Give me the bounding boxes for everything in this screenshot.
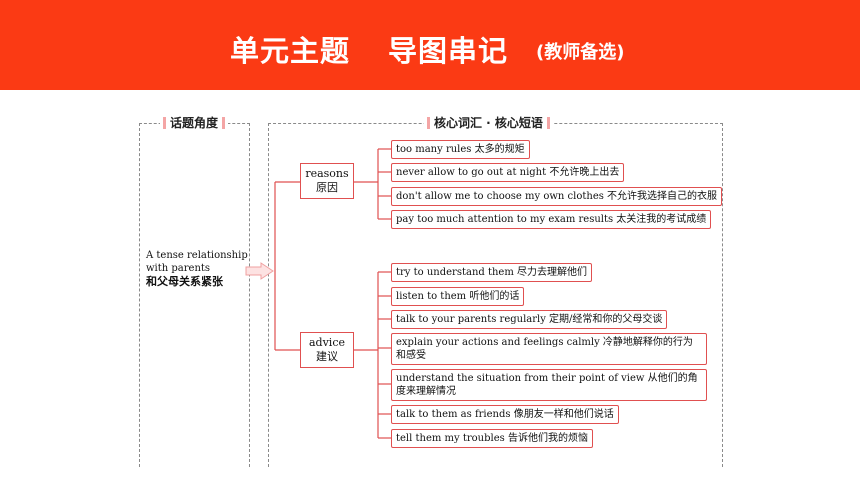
title-teacher-optional: (教师备选) — [536, 42, 625, 63]
advice-item: tell them my troubles 告诉他们我的烦恼 — [391, 429, 593, 448]
advice-item: talk to your parents regularly 定期/经常和你的父… — [391, 310, 668, 329]
topic-english: A tense relationship with parents — [146, 250, 248, 274]
title-unit-theme: 单元主题 — [230, 34, 351, 68]
category-advice: advice 建议 — [300, 332, 354, 368]
label-marker-icon — [427, 116, 430, 129]
topic-panel-label: 话题角度 — [160, 114, 229, 131]
topic-chinese: 和父母关系紧张 — [146, 275, 223, 288]
reason-item: never allow to go out at night 不允许晚上出去 — [391, 163, 625, 182]
label-marker-icon — [222, 116, 226, 129]
advice-item: listen to them 听他们的话 — [391, 287, 525, 306]
advice-item: talk to them as friends 像朋友一样和他们说话 — [391, 405, 619, 424]
topic-text: A tense relationship with parents 和父母关系紧… — [146, 249, 250, 288]
category-reasons: reasons 原因 — [300, 163, 354, 199]
advice-item: explain your actions and feelings calmly… — [391, 333, 707, 365]
label-marker-icon — [163, 116, 166, 129]
title-mindmap: 导图串记 — [388, 34, 509, 68]
reason-item: don't allow me to choose my own clothes … — [391, 187, 723, 206]
reason-item: pay too much attention to my exam result… — [391, 210, 712, 229]
reason-item: too many rules 太多的规矩 — [391, 140, 530, 159]
label-marker-icon — [546, 116, 550, 129]
advice-item: understand the situation from their poin… — [391, 369, 707, 401]
right-arrow-icon — [245, 262, 274, 280]
advice-item: try to understand them 尽力去理解他们 — [391, 263, 592, 282]
vocabulary-panel-label: 核心词汇 · 核心短语 — [424, 114, 553, 131]
header-banner: 单元主题 导图串记 (教师备选) — [0, 0, 860, 90]
